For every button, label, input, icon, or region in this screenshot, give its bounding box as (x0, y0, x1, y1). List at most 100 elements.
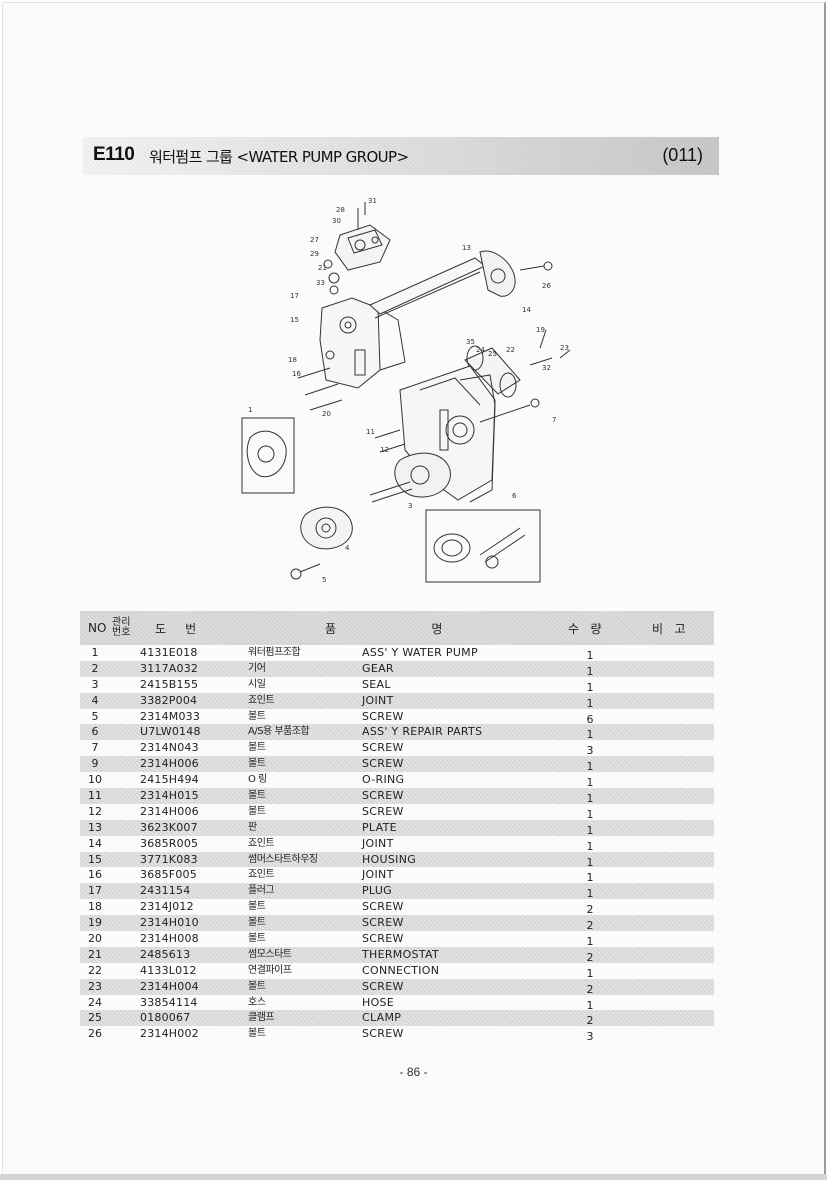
row-no: 26 (88, 1027, 102, 1041)
table-row: 1 4131E018 워터펌프조합 ASS' Y WATER PUMP 1 (80, 645, 714, 662)
row-qty: 1 (586, 839, 594, 853)
row-qty: 3 (586, 744, 594, 758)
section-page-code: (011) (662, 145, 703, 165)
repair-parts-inset-drawing (425, 509, 541, 583)
callout-22: 22 (506, 346, 515, 354)
row-name-en: SCREW (362, 916, 404, 930)
row-qty: 1 (586, 807, 594, 821)
row-name-en: SCREW (362, 900, 404, 914)
callout-35: 35 (466, 338, 475, 346)
row-part-no: 2314H006 (140, 757, 199, 771)
row-name-kr: 연결파이프 (248, 964, 292, 976)
col-mgmt-no: 관리 번호 (112, 611, 130, 645)
row-part-no: 3771K083 (140, 852, 198, 866)
row-part-no: 2415B155 (140, 677, 199, 691)
row-qty: 1 (586, 680, 594, 694)
row-no: 14 (88, 836, 102, 850)
row-qty: 1 (586, 823, 594, 837)
row-name-en: SCREW (362, 932, 404, 946)
col-drawing-no: 도 번 (155, 621, 197, 636)
callout-33: 33 (316, 279, 325, 287)
row-no: 16 (88, 868, 102, 882)
row-part-no: 2314H006 (140, 804, 199, 818)
row-name-en: PLUG (362, 884, 392, 898)
callout-28: 28 (336, 206, 345, 214)
callout-14: 14 (522, 306, 531, 314)
row-name-en: SCREW (362, 741, 404, 755)
row-name-en: SCREW (362, 789, 404, 803)
row-name-kr: 판 (248, 821, 257, 833)
row-name-en: HOUSING (362, 852, 417, 866)
row-no: 2 (91, 661, 99, 675)
row-part-no: 3685R005 (140, 836, 199, 850)
row-name-en: ASS' Y WATER PUMP (362, 646, 478, 659)
row-name-en: GEAR (362, 661, 394, 675)
row-name-kr: 볼트 (248, 710, 266, 722)
row-name-en: THERMOSTAT (362, 947, 439, 961)
row-name-en: SEAL (362, 677, 391, 691)
row-part-no: 2314H010 (140, 916, 199, 930)
row-name-en: JOINT (362, 836, 394, 850)
row-qty: 1 (586, 696, 594, 710)
row-qty: 1 (586, 760, 594, 774)
row-name-kr: 시일 (248, 678, 266, 690)
bottom-band (0, 1174, 827, 1180)
row-name-en: CONNECTION (362, 963, 440, 977)
row-part-no: 4131E018 (140, 646, 198, 659)
row-no: 7 (91, 741, 99, 755)
callout-27: 27 (310, 236, 319, 244)
row-qty: 2 (586, 903, 594, 917)
row-name-kr: 워터펌프조합 (248, 647, 301, 658)
row-qty: 2 (586, 950, 594, 964)
row-name-en: JOINT (362, 868, 394, 882)
row-name-en: SCREW (362, 804, 404, 818)
row-no: 4 (91, 693, 99, 707)
callout-21: 21 (318, 264, 327, 272)
row-part-no: 33854114 (140, 995, 198, 1009)
row-no: 11 (88, 789, 102, 803)
callout-31: 31 (368, 197, 377, 205)
col-name: 품 명 (325, 621, 443, 636)
row-name-kr: 썸머스타트하우징 (248, 853, 318, 865)
row-part-no: 3382P004 (140, 693, 198, 707)
row-name-en: HOSE (362, 995, 395, 1009)
callout-29: 29 (310, 250, 319, 258)
callout-20: 20 (322, 410, 331, 418)
row-name-kr: 죠인트 (248, 837, 275, 849)
row-part-no: 2485613 (140, 947, 191, 961)
row-name-kr: 볼트 (248, 790, 266, 802)
row-no: 1 (91, 646, 99, 659)
row-qty: 1 (586, 728, 594, 742)
row-no: 15 (88, 852, 102, 866)
col-mgmt-no-line2: 번호 (112, 627, 131, 638)
callout-15: 15 (290, 316, 299, 324)
row-part-no: 2314J012 (140, 900, 194, 914)
row-name-en: ASS' Y REPAIR PARTS (362, 725, 483, 739)
row-name-kr: A/S용 부품조합 (248, 726, 310, 738)
row-qty: 1 (586, 649, 594, 662)
row-qty: 6 (586, 712, 594, 726)
row-part-no: 3623K007 (140, 820, 198, 834)
col-no: NO (88, 621, 107, 635)
hose-drawing (464, 329, 571, 398)
row-name-en: CLAMP (362, 1011, 402, 1025)
callout-26: 26 (542, 282, 551, 290)
table-row: 14 3685R005 죠인트 JOINT 1 (80, 836, 714, 853)
gasket-inset-drawing (241, 417, 295, 494)
callout-3: 3 (408, 502, 412, 510)
row-no: 12 (88, 804, 102, 818)
